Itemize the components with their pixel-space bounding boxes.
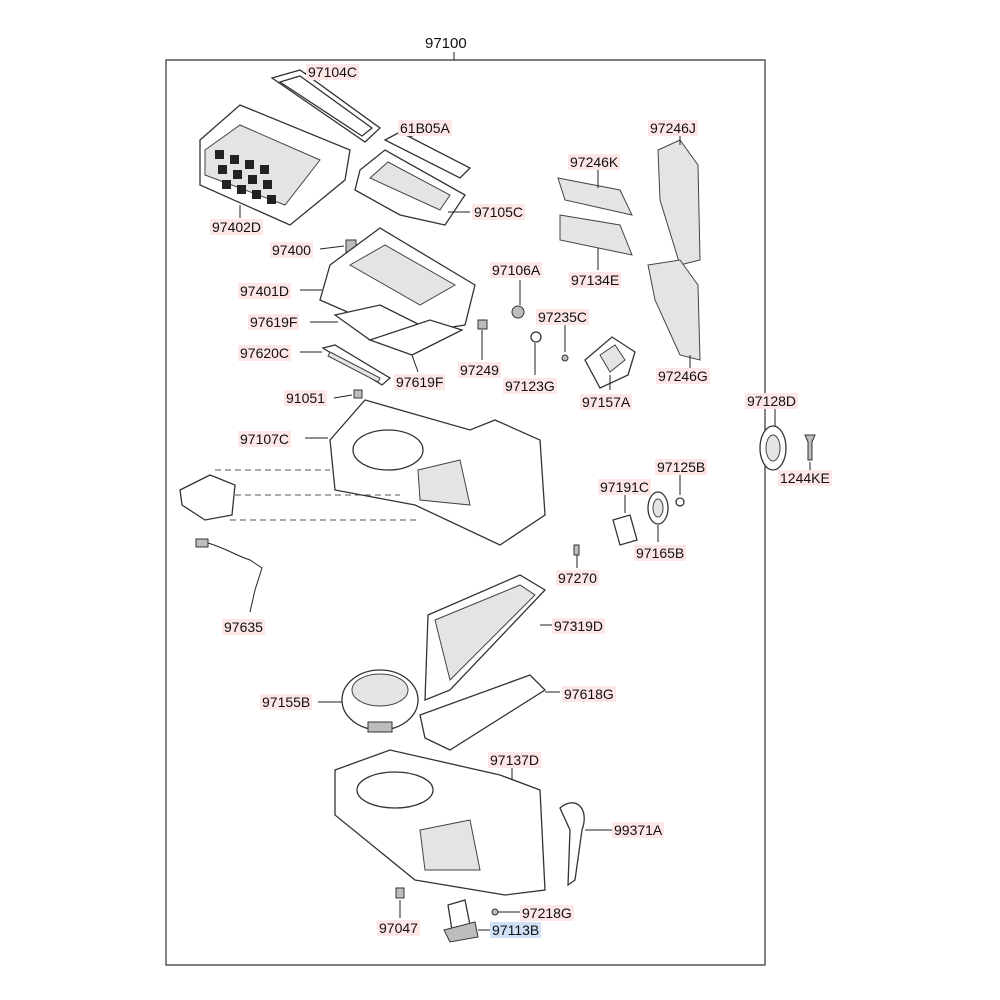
part-label-97047[interactable]: 97047: [377, 920, 420, 936]
grommet-ring-part: [759, 425, 787, 471]
part-label-97635[interactable]: 97635: [222, 619, 265, 635]
part-label-97620c[interactable]: 97620C: [238, 345, 292, 361]
heater-case-lower-part: [334, 749, 546, 896]
seal-g-part: [647, 259, 701, 361]
part-label-91051[interactable]: 91051: [284, 390, 327, 406]
blower-motor-part: [341, 669, 419, 733]
part-label-99371a[interactable]: 99371A: [612, 822, 665, 838]
part-label-97157a[interactable]: 97157A: [580, 394, 633, 410]
part-label-97123g[interactable]: 97123G: [503, 378, 557, 394]
part-label-97235c[interactable]: 97235C: [536, 309, 590, 325]
part-label-97618g[interactable]: 97618G: [562, 686, 616, 702]
actuator-link-part: [511, 305, 525, 319]
part-label-97104c[interactable]: 97104C: [306, 64, 360, 80]
temperature-sensor-part: [195, 538, 263, 613]
seal-j-part: [657, 139, 701, 266]
part-label-97400[interactable]: 97400: [270, 242, 313, 258]
part-label-97249[interactable]: 97249: [458, 362, 501, 378]
grille-part: [321, 344, 392, 386]
screw-part: [804, 434, 816, 461]
part-label-97105c[interactable]: 97105C: [472, 204, 526, 220]
part-label-97246j[interactable]: 97246J: [648, 120, 698, 136]
assembly-frame: [165, 59, 766, 966]
actuator-part: [584, 336, 636, 389]
intake-housing-part: [199, 104, 351, 226]
part-label-97319d[interactable]: 97319D: [552, 618, 606, 634]
evaporator-core-part: [424, 574, 547, 701]
valve-part: [573, 544, 580, 556]
insulation-pad-k-part: [557, 177, 633, 216]
part-label-1244ke[interactable]: 1244KE: [778, 470, 832, 486]
part-label-97165b[interactable]: 97165B: [634, 545, 687, 561]
heater-case-upper-part: [329, 399, 546, 546]
grommet-191c-part: [612, 514, 638, 546]
part-label-97113b-selected[interactable]: 97113B: [490, 922, 542, 938]
blower-resistor-part: [443, 899, 479, 943]
bushing-part: [530, 331, 542, 343]
part-label-97125b[interactable]: 97125B: [655, 459, 708, 475]
part-label-97246g[interactable]: 97246G: [656, 368, 710, 384]
nut-part: [561, 354, 569, 362]
part-label-97155b[interactable]: 97155B: [260, 694, 313, 710]
assembly-number: 97100: [425, 35, 467, 52]
small-clip-part: [353, 389, 363, 399]
drain-hose-part: [559, 802, 585, 887]
nut-125b-part: [675, 497, 685, 507]
seal-strip-part: [383, 131, 472, 179]
part-label-97106a[interactable]: 97106A: [490, 262, 543, 278]
part-label-97401d[interactable]: 97401D: [238, 283, 292, 299]
insulation-pad-e-part: [559, 214, 633, 256]
part-label-97137d[interactable]: 97137D: [488, 752, 542, 768]
grommet-part: [477, 319, 488, 330]
part-label-97191c[interactable]: 97191C: [598, 479, 652, 495]
part-label-97619f-right[interactable]: 97619F: [394, 374, 446, 390]
part-label-97107c[interactable]: 97107C: [238, 431, 292, 447]
part-label-97134e[interactable]: 97134E: [569, 272, 622, 288]
part-label-97270[interactable]: 97270: [556, 570, 599, 586]
bracket-part: [179, 474, 236, 521]
grommet-165b-part: [647, 491, 669, 525]
part-label-97246k[interactable]: 97246K: [568, 154, 621, 170]
part-label-97128d[interactable]: 97128D: [745, 393, 799, 409]
part-label-97619f-left[interactable]: 97619F: [248, 314, 300, 330]
drain-pan-part: [419, 674, 547, 751]
mode-door-part: [354, 149, 466, 226]
part-label-97402d[interactable]: 97402D: [210, 219, 264, 235]
gasket-ring-part: [270, 69, 382, 143]
filter-right-part: [368, 319, 464, 356]
screw-218g-part: [491, 908, 499, 916]
part-label-97218g[interactable]: 97218G: [520, 905, 574, 921]
small-bolt-part: [395, 887, 405, 899]
upper-case-part: [319, 227, 476, 336]
part-label-61b05a[interactable]: 61B05A: [398, 120, 452, 136]
